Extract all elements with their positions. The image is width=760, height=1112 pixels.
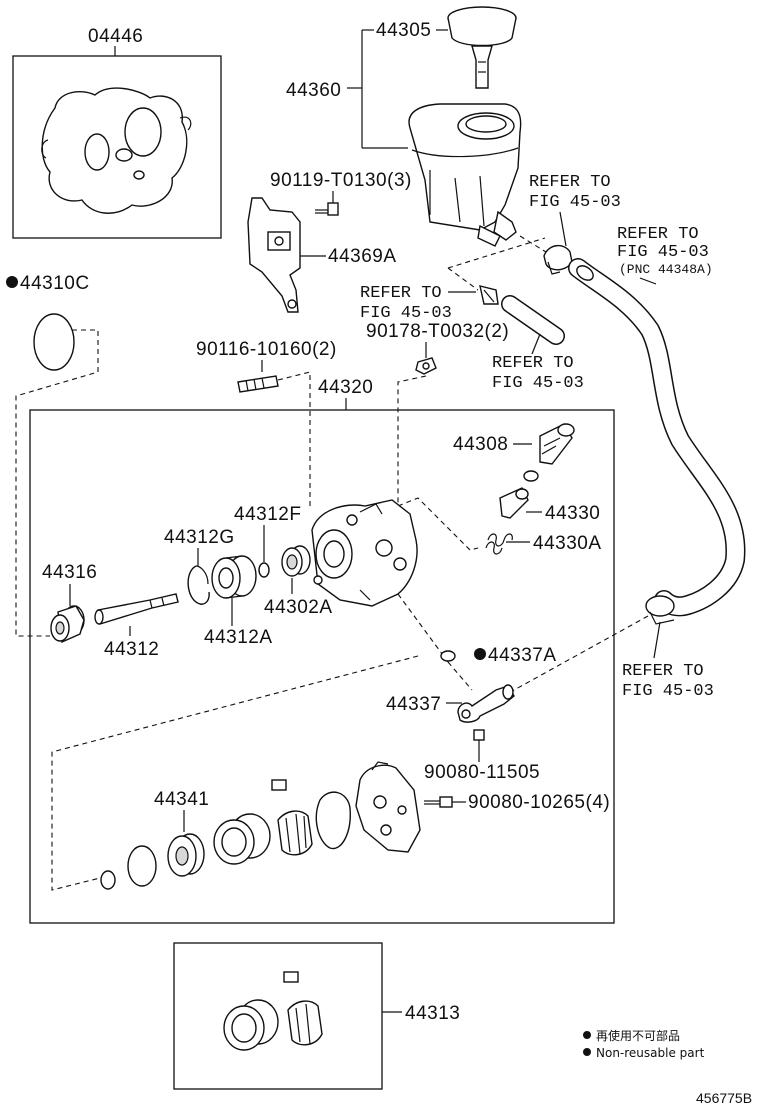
- label-44320: 44320: [318, 377, 373, 398]
- ref1-line1: REFER TO: [529, 173, 611, 192]
- label-44341: 44341: [154, 789, 209, 810]
- label-44305: 44305: [376, 20, 431, 41]
- bolt-90080-11505: [473, 729, 485, 756]
- o-ring-small-lower: [100, 870, 116, 890]
- pump-body-44320: [311, 499, 418, 607]
- label-44330: 44330: [545, 503, 600, 524]
- ring-44312F: [258, 562, 270, 578]
- gasket-lower: [315, 791, 351, 850]
- label-44369A: 44369A: [328, 246, 397, 267]
- snap-ring-44312G: [187, 565, 210, 605]
- label-44312F: 44312F: [234, 504, 301, 525]
- legend-dot-1: [583, 1031, 591, 1039]
- label-44360: 44360: [286, 80, 341, 101]
- side-plate-44341: [167, 833, 205, 877]
- spring-44330A: [485, 533, 513, 555]
- pulley-hub-44316: [50, 605, 85, 644]
- bolt-90119: [315, 202, 339, 216]
- ref4-line1: REFER TO: [492, 354, 574, 373]
- ref5-line1: REFER TO: [622, 662, 704, 681]
- kit-44313-illustration: [223, 971, 323, 1051]
- label-44312A: 44312A: [204, 627, 273, 648]
- bolt-90080-10265: [424, 796, 453, 808]
- label-44310C: 44310C: [20, 273, 90, 294]
- label-90119-T0130: 90119-T0130(3): [270, 170, 412, 191]
- bearing-44312A: [211, 555, 257, 599]
- ref4-line2: FIG 45-03: [492, 374, 584, 393]
- label-90080-10265: 90080-10265(4): [468, 792, 610, 813]
- cartridge-kit-box: [173, 942, 383, 1090]
- label-44302A: 44302A: [264, 597, 333, 618]
- non-reusable-dot-44337A: [474, 648, 486, 660]
- label-44337A: 44337A: [488, 645, 557, 666]
- bracket-44369A: [247, 197, 301, 313]
- label-44316: 44316: [42, 562, 97, 583]
- reservoir-cap-44305: [447, 6, 517, 89]
- figure-code: 456775B: [696, 1090, 752, 1106]
- ref3-line2: FIG 45-03: [360, 304, 452, 323]
- return-hose: [568, 258, 746, 617]
- gasket-kit-box: [12, 55, 222, 239]
- non-reusable-dot-44310C: [6, 276, 18, 288]
- union-fitting-44337: [457, 684, 515, 723]
- ref2-line1: REFER TO: [617, 225, 699, 244]
- label-90116-10160: 90116-10160(2): [196, 339, 337, 360]
- ref1-line2: FIG 45-03: [529, 193, 621, 212]
- label-90080-11505: 90080-11505: [424, 762, 540, 783]
- rear-housing: [355, 761, 421, 853]
- label-44337: 44337: [386, 694, 441, 715]
- label-44313: 44313: [405, 1003, 460, 1024]
- o-ring-44308: [523, 470, 539, 482]
- label-44312: 44312: [104, 639, 159, 660]
- flow-control-valve-44308: [539, 423, 575, 465]
- o-ring-44337A: [440, 650, 456, 662]
- o-ring-large-lower: [127, 845, 157, 887]
- pin-small: [271, 779, 287, 791]
- ref3-line1: REFER TO: [360, 284, 442, 303]
- hose-clamp-right: [543, 245, 573, 275]
- label-04446: 04446: [88, 26, 143, 47]
- reservoir-tank-44360: [408, 103, 522, 247]
- legend-dot-2: [583, 1048, 591, 1056]
- label-90178-T0032: 90178-T0032(2): [366, 321, 509, 342]
- valve-44330: [499, 487, 529, 519]
- hose-clamp-middle: [479, 285, 499, 305]
- label-44308: 44308: [453, 434, 508, 455]
- gasket-kit-illustration: [41, 87, 192, 214]
- legend-line-cn: 再使用不可部品: [596, 1028, 680, 1043]
- ref2-line3: (PNC 44348A): [619, 262, 713, 277]
- stud-bolt-90116: [237, 375, 279, 393]
- o-ring-44310C: [33, 313, 75, 371]
- cam-ring: [213, 813, 271, 865]
- legend-line-en: Non-reusable part: [596, 1046, 705, 1060]
- shaft-44312: [94, 593, 179, 625]
- label-44312G: 44312G: [164, 527, 235, 548]
- nut-90178: [415, 357, 437, 375]
- ref5-line2: FIG 45-03: [622, 682, 714, 701]
- label-44330A: 44330A: [533, 533, 602, 554]
- hose-clamp-lower: [645, 595, 675, 625]
- pump-assembly-box: [29, 409, 615, 924]
- oil-seal-44302A: [281, 545, 311, 577]
- ref2-line2: FIG 45-03: [617, 243, 709, 262]
- rotor-cam: [277, 810, 313, 856]
